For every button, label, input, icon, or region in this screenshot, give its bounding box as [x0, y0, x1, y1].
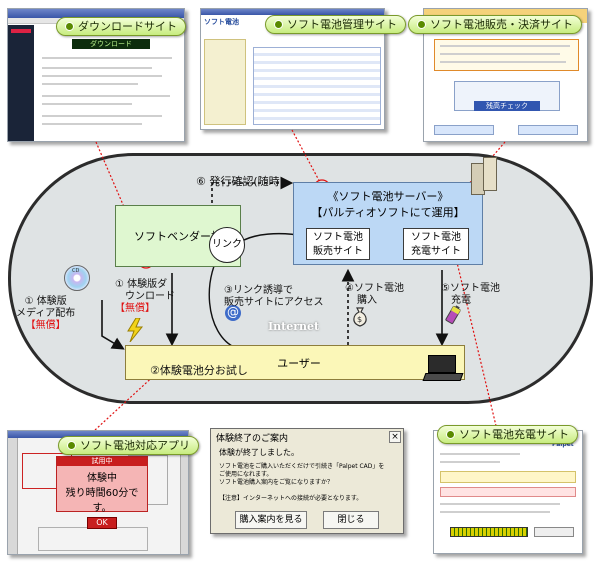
battery-icon [445, 305, 461, 325]
svg-text:$: $ [357, 315, 362, 324]
cd-icon: CD [64, 265, 90, 291]
step5-charge-label: ⑤ソフト電池 充電 [441, 283, 500, 306]
trial-popup-title: 試用中 [57, 457, 147, 466]
trial-popup: 試用中 体験中 残り時間60分です。 OK [56, 456, 148, 529]
trial-popup-line2: 残り時間60分です。 [65, 488, 139, 514]
server-title: 《ソフト電池サーバー》 [327, 190, 449, 203]
step1-media-label: ① 体験版 メディア配布 【無償】 [16, 296, 76, 331]
flow-confirm [211, 176, 294, 203]
step2-trial-label: ②体験電池分お試し [150, 364, 248, 377]
money-bag-icon: $ [353, 307, 367, 327]
lightning-icon [127, 318, 144, 342]
dialog-message-2: ソフト電池をご購入いただくだけで引続き「Palpet CAD」を [219, 463, 385, 470]
charge-logo: Palpet [552, 441, 574, 448]
charge-site-screenshot: Palpet [433, 430, 583, 554]
charge-site-box: ソフト電池 充電サイト [403, 228, 469, 260]
server-icon [471, 157, 499, 197]
software-vendor-label: ソフトベンダー様 [134, 230, 222, 243]
trial-end-dialog: 体験終了のご案内 × 体験が終了しました。 ソフト電池をご購入いただくだけで引続… [210, 428, 404, 534]
step4-purchase-label: ④ソフト電池 購入 [345, 283, 404, 306]
dialog-message-1: 体験が終了しました。 [219, 448, 299, 457]
dialog-title: 体験終了のご案内 [216, 434, 289, 444]
download-header-banner: ダウンロード [72, 39, 150, 49]
sales-site-label: ソフト電池販売・決済サイト [408, 15, 582, 34]
internet-label: Internet [268, 320, 320, 333]
step6-confirm-label: ⑥ 発行確認(随時) [196, 175, 284, 188]
bullet-icon [67, 441, 76, 450]
at-icon: @ [225, 305, 241, 321]
management-site-label: ソフト電池管理サイト [265, 15, 406, 34]
trial-popup-ok-button[interactable]: OK [87, 517, 117, 529]
step1-download-label: ① 体験版ダ ウンロード 【無償】 [115, 279, 175, 314]
bullet-icon [417, 20, 426, 29]
dialog-message-4: ソフト電池購入案内をご覧になりますか？ [219, 479, 334, 486]
user-box: ユーザー [125, 345, 465, 380]
dialog-message-5: 【注意】インターネットへの接続が必要となります。 [219, 495, 363, 502]
trial-popup-line1: 体験中 [87, 473, 117, 484]
server-operator: 【パルティオソフトにて運用】 [311, 206, 465, 219]
dialog-close-button[interactable]: × [389, 431, 401, 443]
bullet-icon [274, 20, 283, 29]
flow-media [101, 300, 125, 350]
leader-charge [454, 253, 498, 431]
user-label: ユーザー [277, 357, 321, 370]
bullet-icon [65, 22, 74, 31]
management-site-screenshot: ソフト電池 [200, 8, 385, 130]
charge-site-label: ソフト電池充電サイト [437, 425, 578, 444]
sales-site-box: ソフト電池 販売サイト [306, 228, 370, 260]
laptop-icon [422, 355, 464, 385]
dialog-message-3: ご使用になれます。 [219, 471, 273, 478]
dialog-close-text-button[interactable]: 閉じる [323, 511, 379, 529]
balance-check-button[interactable]: 残高チェック [474, 101, 540, 111]
charge-progress-bar [450, 527, 528, 537]
link-node: リンク [209, 227, 245, 263]
bullet-icon [446, 430, 455, 439]
view-purchase-guide-button[interactable]: 購入案内を見る [235, 511, 307, 529]
management-logo: ソフト電池 [204, 18, 239, 26]
app-label: ソフト電池対応アプリ [58, 436, 199, 455]
download-site-label: ダウンロードサイト [56, 17, 186, 36]
app-screenshot: 試用中 体験中 残り時間60分です。 OK [7, 430, 189, 555]
leader-management [291, 129, 323, 187]
step3-link-label: ③リンク誘導で 販売サイトにアクセス [224, 285, 324, 308]
leader-app [94, 371, 159, 431]
